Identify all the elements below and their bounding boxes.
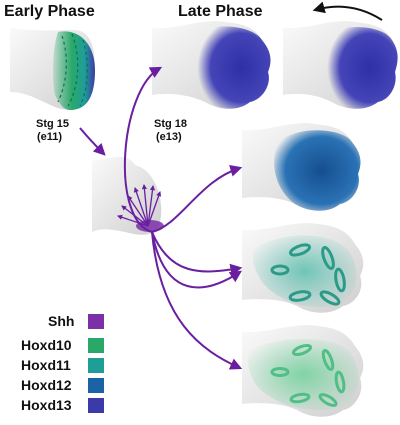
early-embryonic-label: (e11) <box>37 131 62 143</box>
legend-swatch-shh <box>88 314 104 329</box>
progression-arrow <box>79 127 106 156</box>
signaling-arrows <box>123 66 243 370</box>
arrow-to-hoxd10 <box>151 231 243 370</box>
late-embryonic-label: (e13) <box>156 131 182 143</box>
legend-item-hoxd10: Hoxd10 <box>21 337 104 353</box>
legend-label-hoxd13: Hoxd13 <box>21 397 72 413</box>
legend-item-hoxd11: Hoxd11 <box>21 357 104 373</box>
early-phase-title: Early Phase <box>4 3 95 20</box>
legend-item-hoxd13: Hoxd13 <box>21 397 104 413</box>
hoxd-expression-early <box>53 31 95 111</box>
legend-label-shh: Shh <box>48 313 74 329</box>
late-phase-title: Late Phase <box>178 3 263 20</box>
early-stage-label: Stg 15 <box>36 118 69 130</box>
legend-item-shh: Shh <box>48 313 104 329</box>
shh-limb-bud <box>92 156 164 235</box>
legend-swatch-hoxd11 <box>88 358 104 373</box>
arrow-to-hoxd13 <box>123 66 163 233</box>
legend-label-hoxd12: Hoxd12 <box>21 377 72 393</box>
legend-label-hoxd10: Hoxd10 <box>21 337 72 353</box>
late-limb-hoxd12 <box>242 123 361 211</box>
shh-zone <box>136 220 164 232</box>
legend-swatch-hoxd10 <box>88 338 104 353</box>
arrow-to-hoxd12 <box>151 165 243 233</box>
late-limb-hoxd13-a <box>152 21 271 109</box>
arrow-to-hoxd11 <box>151 231 243 276</box>
legend-label-hoxd11: Hoxd11 <box>21 357 71 373</box>
legend-swatch-hoxd12 <box>88 378 104 393</box>
legend-item-hoxd12: Hoxd12 <box>21 377 104 393</box>
legend-swatch-hoxd13 <box>88 398 104 413</box>
curved-arrow-icon <box>312 1 383 21</box>
late-limb-hoxd10 <box>242 325 364 417</box>
late-limb-hoxd13-b <box>283 21 398 109</box>
late-stage-label: Stg 18 <box>154 118 187 130</box>
arrow-to-hoxd11-b <box>151 231 243 289</box>
legend: Shh Hoxd10 Hoxd11 Hoxd12 Hoxd13 <box>21 313 104 413</box>
early-limb-bud <box>10 28 95 111</box>
late-limb-hoxd11 <box>242 223 364 313</box>
